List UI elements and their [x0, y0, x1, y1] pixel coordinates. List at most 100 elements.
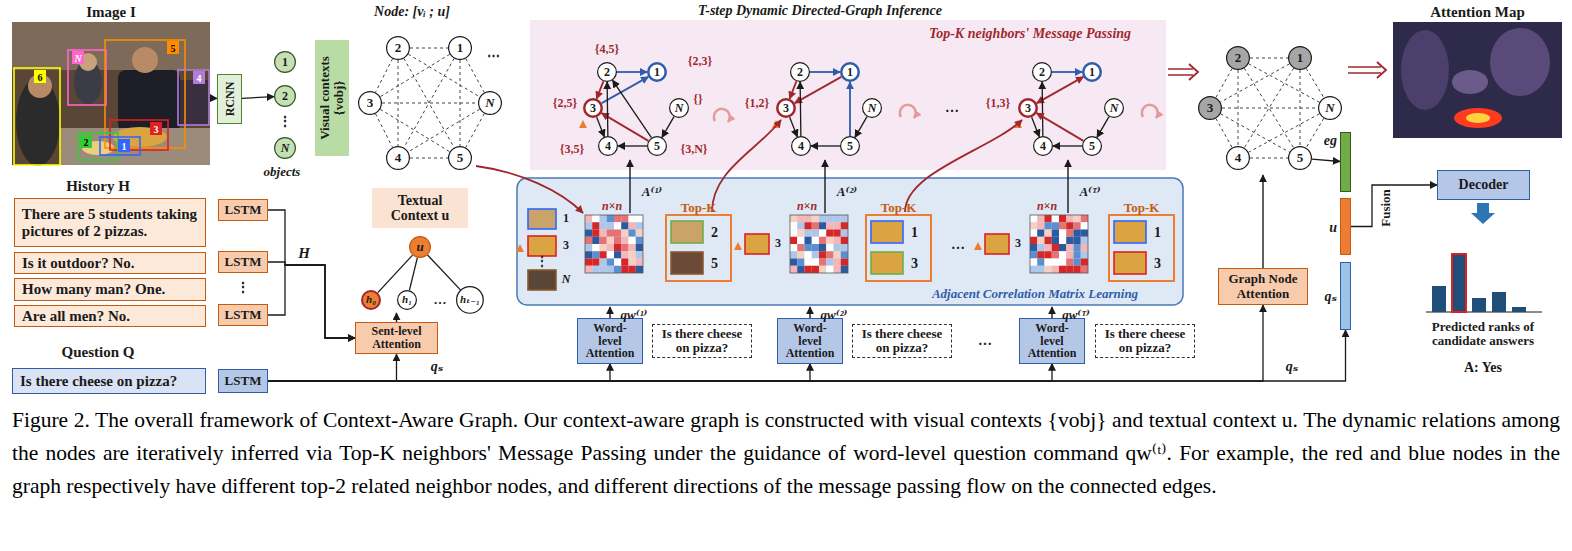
node-text: 4 [1040, 140, 1046, 153]
detection-tag [150, 122, 162, 135]
detection-box [105, 40, 185, 148]
matrix-cell [1081, 259, 1088, 266]
topk-box: Top-K13 [1108, 214, 1175, 282]
matrix-cell [841, 244, 848, 251]
node-text: 3 [1154, 256, 1161, 271]
matrix-border [585, 215, 643, 273]
flow-arrow [476, 166, 583, 213]
matrix-cell [834, 222, 841, 229]
graph-node: 1 [1082, 62, 1102, 82]
matrix-cell [629, 215, 636, 222]
matrix-cell [805, 244, 812, 251]
matrix-cell [1045, 259, 1052, 266]
node-text: N [281, 142, 290, 155]
connector [1306, 68, 1324, 97]
node-text: 4 [798, 140, 804, 153]
connector [1249, 114, 1320, 153]
graph-node: 5 [448, 146, 472, 170]
connector [1244, 68, 1293, 148]
node-text: 2 [604, 66, 610, 79]
connector [268, 210, 355, 338]
graph-node: 3 [358, 91, 382, 115]
circle-outline [1289, 47, 1312, 70]
detection-box [14, 68, 60, 165]
graph-node: 2 [386, 36, 410, 60]
circle-outline [648, 137, 667, 156]
object-thumbnail [871, 221, 903, 243]
text-group: Is there cheese on pizza? [1100, 327, 1190, 355]
feature-bar: eg [1340, 132, 1351, 192]
matrix-cell [812, 215, 819, 222]
connector [1052, 71, 1082, 73]
node-text: Adjacent Correlation Matrix Learning [932, 287, 1138, 301]
matrix-cell [819, 266, 826, 273]
connector [466, 114, 485, 148]
matrix-cell [1030, 230, 1037, 237]
object-thumbnail [671, 221, 703, 243]
attention-image [1401, 30, 1449, 110]
connector [1220, 114, 1289, 152]
matrix-cell [1074, 251, 1081, 258]
matrix-cell [1030, 237, 1037, 244]
flow-arrow [1262, 175, 1263, 268]
photo [12, 22, 210, 165]
matrix-cell [600, 230, 607, 237]
circle-outline [1083, 63, 1101, 81]
matrix-cell [790, 259, 797, 266]
ellipsis: ⋮ [278, 114, 292, 129]
node-text: Is there cheese on pizza? [20, 373, 177, 389]
detection-box [68, 50, 106, 105]
matrix-cell [812, 266, 819, 273]
matrix-cell [1052, 259, 1059, 266]
connector [380, 54, 450, 96]
context-box: Visual contexts {vobj} [315, 40, 349, 156]
node-text: There are 5 students taking pictures of … [22, 206, 198, 238]
matrix-cell [805, 251, 812, 258]
object-thumbnail [671, 252, 703, 274]
circle-outline [648, 63, 666, 81]
matrix-cell [1052, 222, 1059, 229]
group-label: History H [66, 178, 130, 195]
matrix-cell [819, 244, 826, 251]
node-text: N [1110, 102, 1119, 115]
matrix-cell [621, 215, 628, 222]
matrix-cell [790, 244, 797, 251]
connector [378, 255, 413, 293]
connector [618, 145, 647, 146]
attention-hotspot [1466, 113, 1490, 123]
connector [242, 97, 274, 99]
text-group: LSTM [225, 255, 262, 269]
matrix-cell [636, 259, 643, 266]
pointer-triangle [734, 242, 742, 250]
matrix-cell [600, 266, 607, 273]
object-thumbnail [985, 234, 1009, 254]
text-group: There are 5 students taking pictures of … [22, 206, 198, 238]
matrix-cell [1059, 244, 1066, 251]
ellipsis: ⋮ [236, 280, 250, 295]
matrix-cell [797, 266, 804, 273]
iteration-curl [1142, 105, 1158, 118]
connector [380, 109, 450, 151]
node-text: u [416, 240, 423, 254]
circle-outline [275, 86, 296, 107]
graph-node: 3 [776, 98, 796, 118]
matrix-cell [607, 222, 614, 229]
rcnn-box: RCNN [217, 74, 242, 124]
node-text: u [1329, 220, 1337, 235]
matrix-cell [841, 259, 848, 266]
node-text: 4 [395, 151, 402, 165]
connector [597, 117, 605, 136]
detection-tag [72, 51, 84, 64]
matrix-cell [1074, 244, 1081, 251]
callout-number: 3 [1015, 237, 1021, 250]
matrix-cell [1081, 251, 1088, 258]
matrix-cell [826, 244, 833, 251]
lstm-box: LSTM [218, 251, 268, 273]
matrix-cell [614, 266, 621, 273]
double-arrow [1168, 69, 1193, 75]
node-text: 5 [1297, 151, 1304, 165]
box-tag: 1 [122, 140, 127, 151]
attention-box: Sent-level Attention [355, 322, 438, 354]
photo-person [132, 47, 158, 73]
graph-node: 2 [1226, 46, 1250, 70]
